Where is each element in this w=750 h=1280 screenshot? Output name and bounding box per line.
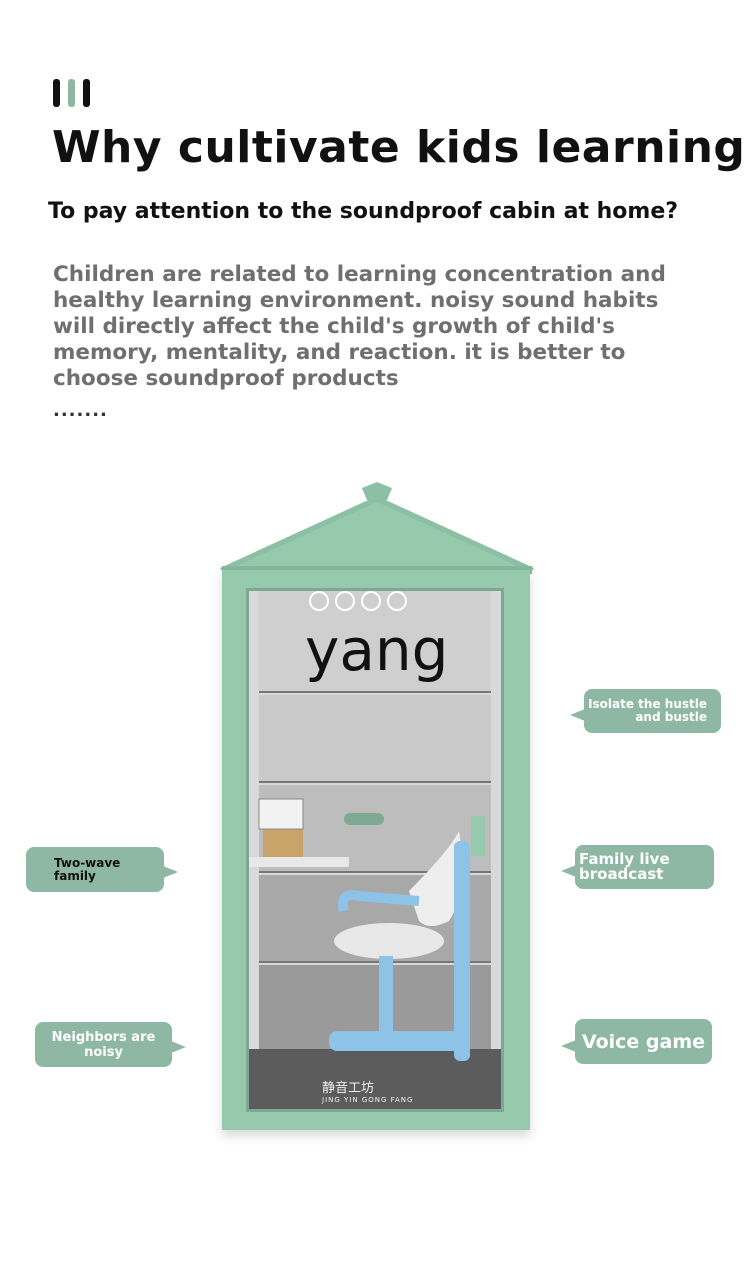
ellipsis: ....... [53, 400, 108, 421]
page-subtitle: To pay attention to the soundproof cabin… [48, 199, 679, 224]
brand-name-en: JING YIN GONG FANG [322, 1096, 414, 1104]
callout-voice-game: Voice game [561, 1019, 712, 1064]
brand-name-cn: 静音工坊 [322, 1081, 375, 1096]
cabin-frame [222, 570, 530, 1130]
callout-family-live-broadcast: Family live broadcast [561, 845, 714, 889]
watermark-text: yang [305, 616, 449, 684]
section-marker-icon [53, 79, 93, 107]
callout-isolate-label: Isolate the hustle and bustle [588, 697, 707, 724]
callout-voice-label: Voice game [581, 1030, 706, 1053]
intro-paragraph: Children are related to learning concent… [53, 262, 666, 391]
callout-neighbors-label: Neighbors are noisy [51, 1029, 156, 1060]
cabin-interior [246, 588, 504, 1112]
callout-two-wave-label: Two-wave family [54, 855, 121, 883]
callout-live-label: Family live broadcast [579, 850, 670, 883]
soundproof-cabin-image [212, 478, 542, 1158]
cabin-roof [220, 482, 534, 574]
callout-two-wave-family: Two-wave family [26, 847, 178, 892]
desk-and-chair-illustration [249, 591, 485, 1061]
callout-isolate: Isolate the hustle and bustle [570, 689, 721, 733]
callout-neighbors-noisy: Neighbors are noisy [35, 1022, 186, 1067]
page-title: Why cultivate kids learning [52, 122, 746, 173]
brand-logo: 静音工坊 JING YIN GONG FANG [322, 1077, 413, 1104]
